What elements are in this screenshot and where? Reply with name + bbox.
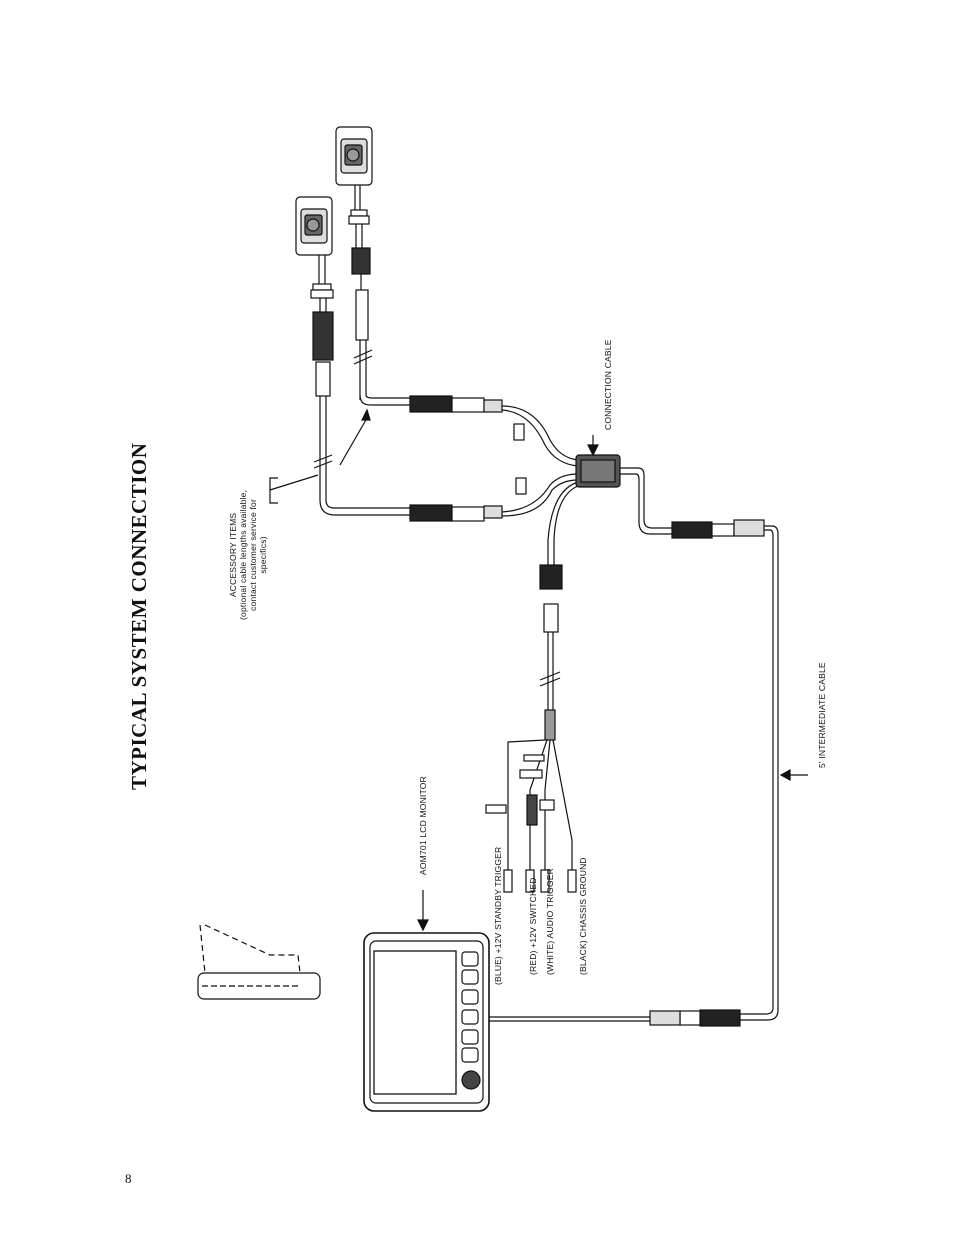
accessory-line-2: (optional cable lengths available, [238, 489, 248, 620]
camera-2 [295, 196, 333, 284]
accessory-line-1: ACCESSORY ITEMS [228, 512, 238, 598]
page-number: 8 [125, 1171, 132, 1186]
blue-wire-label: (BLUE) +12V STANDBY TRIGGER [493, 846, 503, 985]
page-title: TYPICAL SYSTEM CONNECTION [127, 442, 151, 790]
monitor-label: AOM701 LCD MONITOR [418, 776, 428, 875]
accessory-items-label: ACCESSORY ITEMS (optional cable lengths … [228, 490, 268, 620]
white-wire-label: (WHITE) AUDIO TRIGGER [545, 868, 555, 975]
visor-mount [197, 924, 321, 1000]
black-wire-label: (BLACK) CHASSIS GROUND [578, 857, 588, 975]
lcd-monitor [363, 932, 490, 1112]
accessory-line-4: specifics) [258, 536, 268, 574]
intermediate-cable-label: 5' INTERMEDIATE CABLE [817, 662, 827, 768]
accessory-line-3: contact customer service for [248, 498, 258, 611]
camera-1 [335, 126, 373, 210]
connection-cable-label: CONNECTION CABLE [603, 339, 613, 430]
red-wire-label: (RED) +12V SWITCHED [528, 877, 538, 975]
